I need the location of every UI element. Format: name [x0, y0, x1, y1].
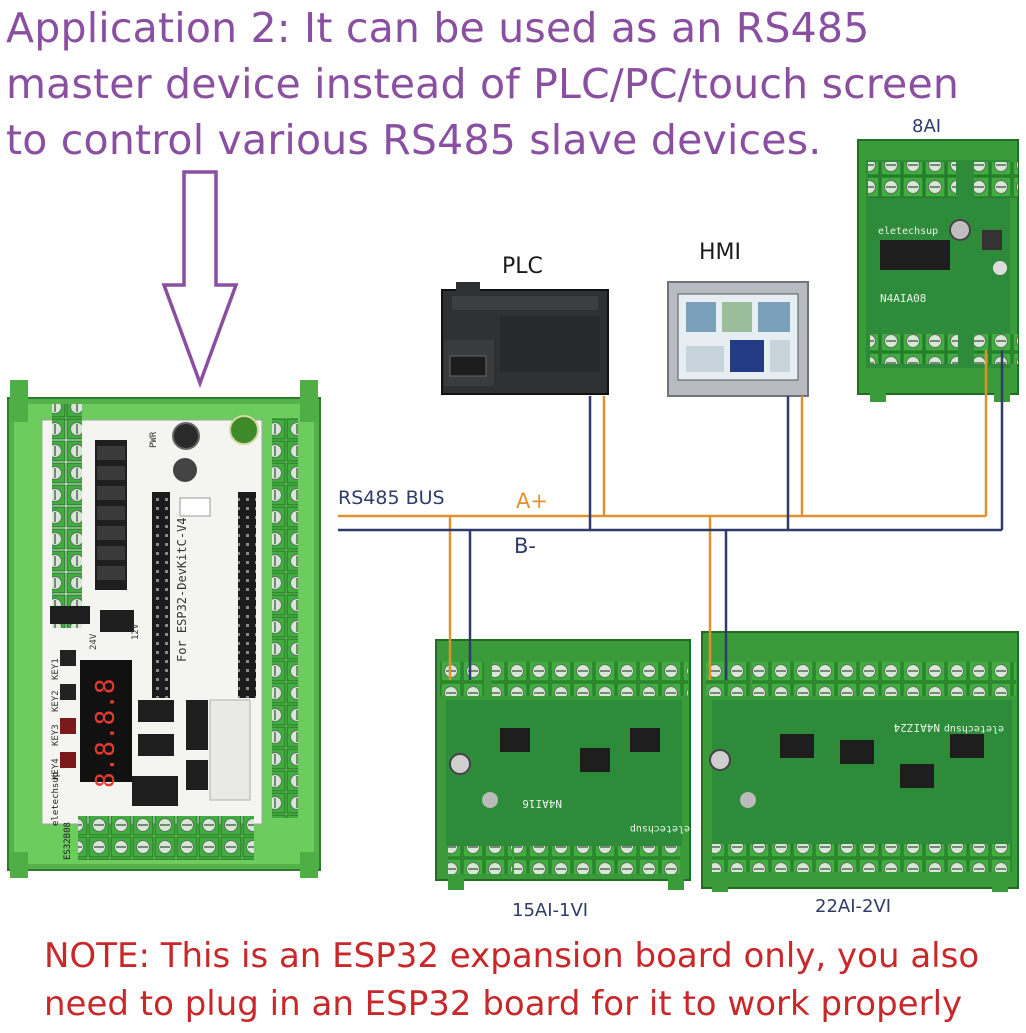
module-22ai: [701, 631, 1019, 892]
down-arrow-icon: [161, 170, 239, 389]
module-15ai-model: N4AI16: [522, 797, 562, 810]
module-15ai: [435, 639, 691, 890]
heading: Application 2: It can be used as an RS48…: [6, 0, 1016, 168]
module-15ai-brand: eletechsup: [630, 823, 690, 834]
main-board-key2: KEY2: [51, 690, 61, 712]
module-22ai-model: N4AIZ24: [893, 721, 940, 734]
main-board-brand: eletechsup: [51, 772, 61, 826]
seven-segment-display: 8.8.8.8: [91, 678, 121, 788]
main-board-key1: KEY1: [51, 658, 61, 680]
note-line-1: NOTE: This is an ESP32 expansion board o…: [44, 936, 980, 976]
heading-line-1: Application 2: It can be used as an RS48…: [6, 4, 870, 52]
module-8ai-brand: eletechsup: [878, 226, 938, 237]
module-8ai: [857, 139, 1019, 402]
main-board-model: ES32B08: [63, 822, 73, 860]
note-line-2: need to plug in an ESP32 board for it to…: [44, 984, 963, 1024]
module-22ai-label: 22AI-2VI: [815, 896, 892, 917]
b-minus-label: B-: [514, 534, 536, 558]
bus-wires: [338, 350, 1004, 680]
plc-label: PLC: [502, 254, 543, 279]
main-board-24v: 24V: [89, 633, 99, 650]
main-board-key4: KEY4: [51, 758, 61, 780]
heading-line-2: master device instead of PLC/PC/touch sc…: [6, 60, 960, 108]
main-board-key3: KEY3: [51, 724, 61, 746]
main-board-12v: 12V: [131, 623, 141, 640]
module-22ai-brand: eletechsup: [944, 723, 1004, 734]
plc-device: [441, 282, 609, 395]
main-board-pwr: PWR: [149, 431, 159, 448]
heading-line-3: to control various RS485 slave devices.: [6, 116, 822, 164]
note: NOTE: This is an ESP32 expansion board o…: [44, 932, 1014, 1028]
module-8ai-label: 8AI: [912, 116, 942, 137]
main-board-title: For ESP32-DevKitC-V4: [175, 518, 189, 663]
main-board: [7, 380, 321, 878]
a-plus-label: A+: [516, 489, 548, 513]
module-15ai-label: 15AI-1VI: [512, 900, 589, 921]
hmi-device: [667, 281, 809, 397]
module-8ai-model: N4AIA08: [880, 292, 926, 305]
hmi-label: HMI: [699, 240, 742, 265]
rs485-bus-label: RS485 BUS: [338, 487, 445, 509]
